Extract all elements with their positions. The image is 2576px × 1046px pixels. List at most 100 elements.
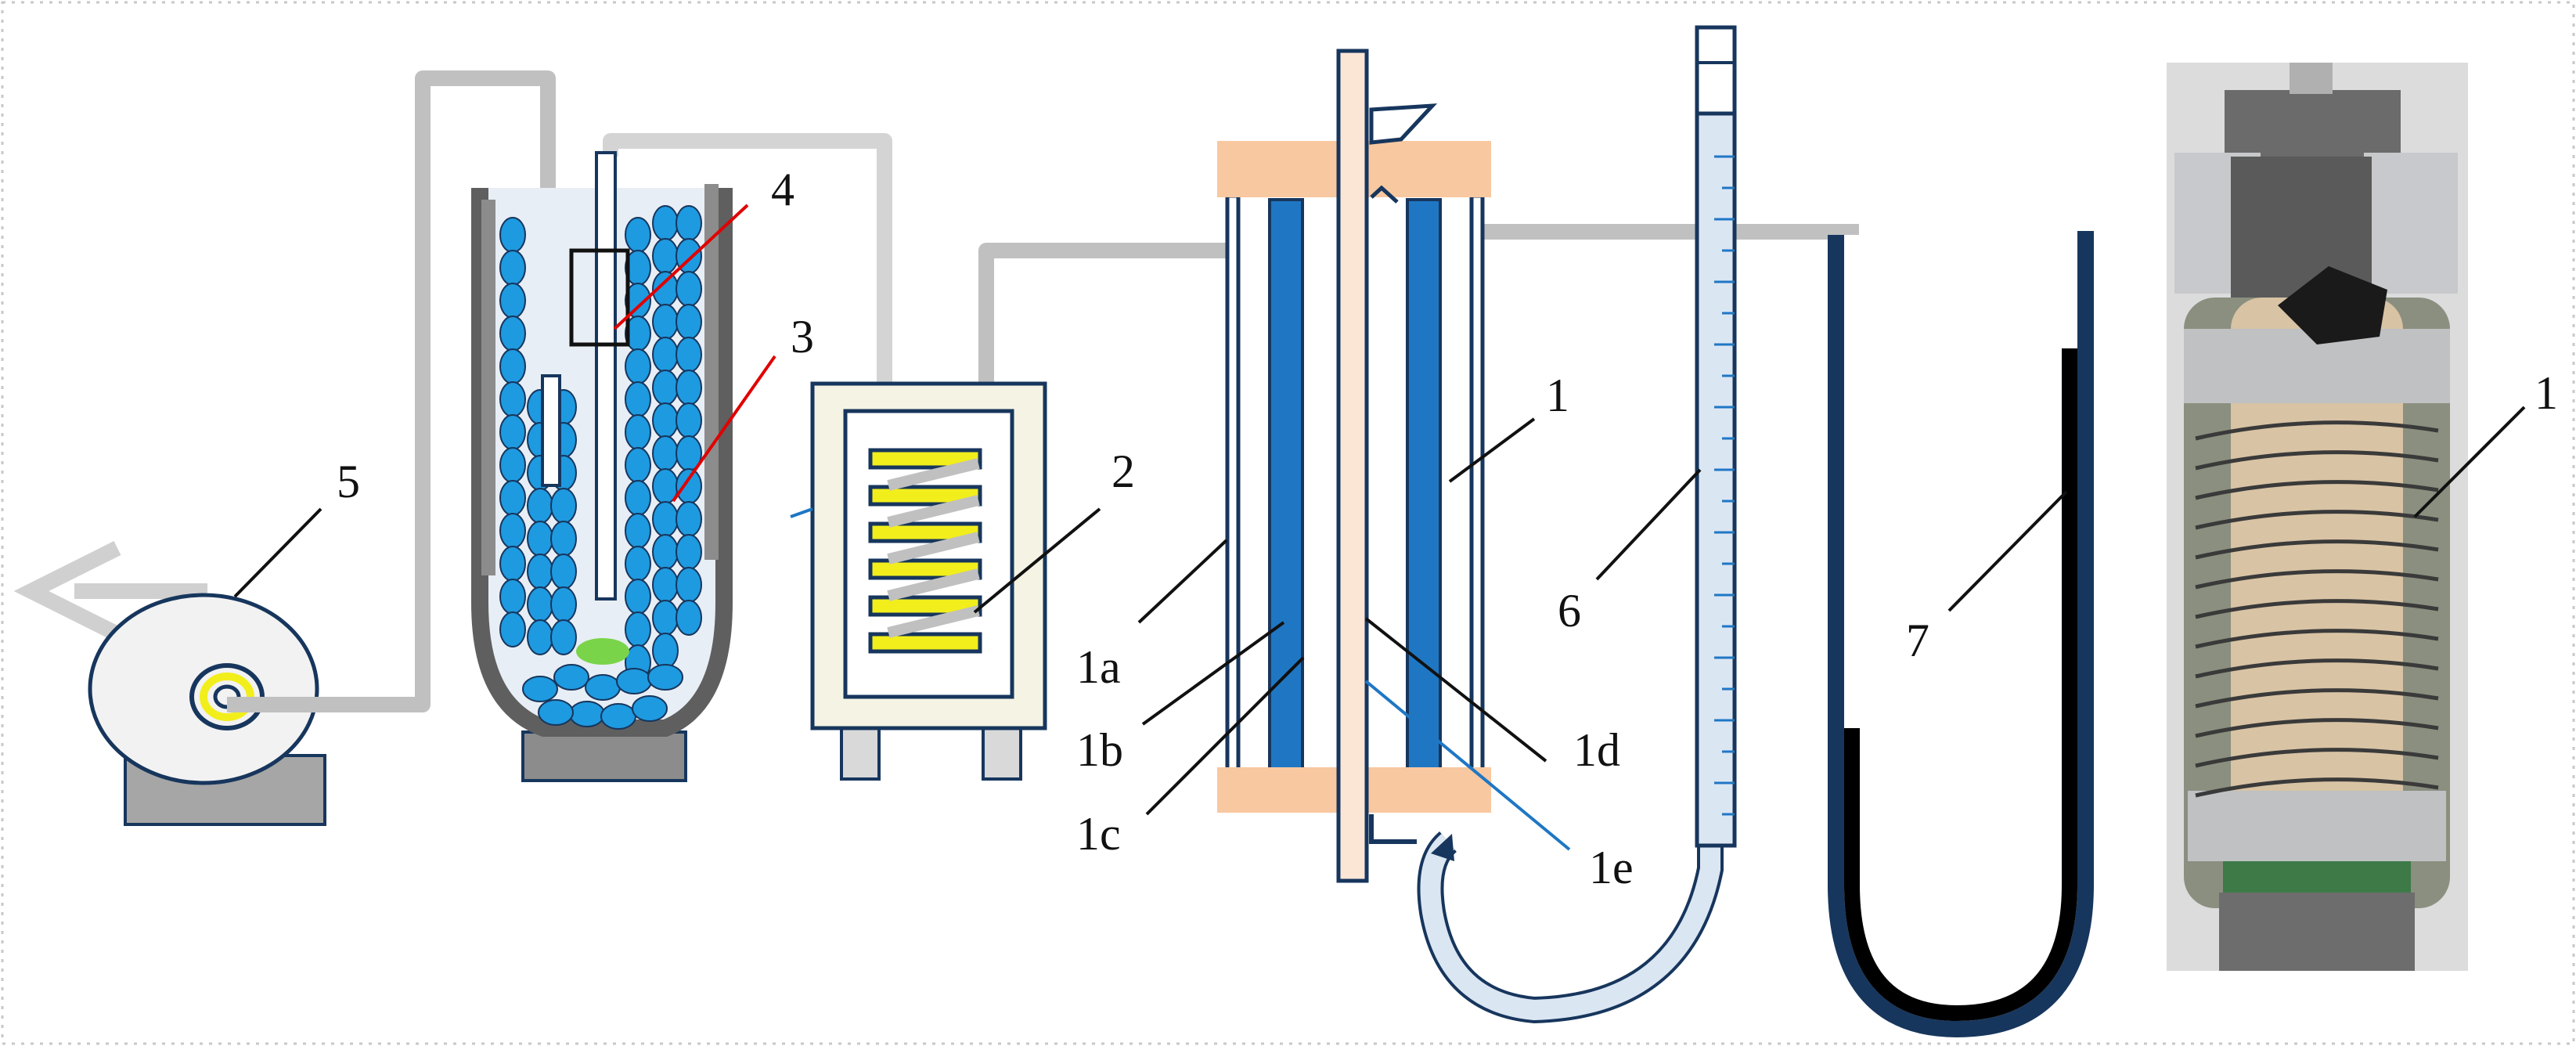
wire-turn [2195, 748, 2439, 768]
reactor-hook-top-inner [1370, 185, 1399, 204]
ice-bead [652, 205, 679, 241]
ice-bead [625, 217, 651, 253]
reactor-outer-left [1225, 193, 1241, 777]
ice-bead [553, 664, 589, 691]
ice-bead [499, 546, 526, 582]
ice-bead [538, 699, 574, 726]
ice-bead [499, 250, 526, 286]
ice-bead [499, 447, 526, 483]
label-1: 1 [1546, 370, 1569, 421]
ice-bead [625, 414, 651, 450]
wire-turn [2195, 688, 2439, 709]
coil-turn [887, 568, 980, 601]
reactor-hook-bottom [1369, 814, 1417, 844]
ice-bead [499, 283, 526, 319]
cooling-return-tube-fill [1420, 834, 1720, 1021]
ice-bead [499, 414, 526, 450]
leader-1 [1448, 417, 1536, 483]
ice-bead [499, 381, 526, 417]
ice-bead [499, 217, 526, 253]
ice-bead [585, 674, 621, 701]
ice-bead [652, 633, 679, 669]
ice-bead [676, 600, 702, 636]
ice-bead [550, 554, 577, 590]
coil-turn [887, 458, 980, 491]
ice-bead [676, 337, 702, 373]
cold-trap-dewar-icon [471, 151, 733, 782]
ice-bead [652, 534, 679, 570]
heating-element [868, 632, 982, 654]
dewar-wall-left [481, 200, 495, 575]
dbd-plasma-reactor-icon [1217, 49, 1724, 1024]
leader-photo-1 [2413, 406, 2526, 518]
ice-bead [527, 521, 553, 557]
ice-bead [652, 435, 679, 471]
wire-turn [2195, 629, 2439, 649]
leader-1d [1364, 617, 1547, 763]
reactor-photograph-icon [2167, 63, 2468, 971]
ice-bead [676, 271, 702, 307]
leader-7 [1947, 490, 2068, 612]
coil-turn [887, 605, 980, 638]
reactor-hook-top [1369, 103, 1438, 145]
ice-bead [647, 664, 683, 691]
ice-beads [499, 205, 702, 730]
ice-bead [676, 205, 702, 241]
trap-inlet-tube [541, 374, 561, 487]
heating-coils [868, 448, 982, 654]
ice-bead [676, 402, 702, 438]
ice-bead [625, 579, 651, 615]
ice-bead [652, 370, 679, 406]
ice-bead [652, 567, 679, 603]
label-2: 2 [1111, 445, 1135, 497]
burette-head [1695, 25, 1737, 116]
ice-bead [499, 579, 526, 615]
manometer-fluid [1844, 348, 2077, 1022]
dewar-wall-right [704, 184, 719, 560]
ice-bead [550, 488, 577, 524]
ice-bead [522, 676, 558, 702]
ice-bead [676, 501, 702, 537]
ice-bead [652, 238, 679, 274]
ice-bead [676, 468, 702, 504]
wire-turn [2195, 420, 2439, 441]
leader-lines [233, 204, 2526, 816]
trap-base [521, 730, 687, 782]
ice-bead [676, 534, 702, 570]
ice-bead [569, 701, 605, 727]
label-1d: 1d [1573, 724, 1620, 776]
u-tube-manometer-icon [1828, 231, 2094, 1038]
wire-turn [2195, 450, 2439, 471]
ice-bead [625, 381, 651, 417]
wire-turn [2195, 777, 2439, 798]
tube-trap-to-furnace [603, 133, 892, 454]
photo-wire-coil [2195, 420, 2439, 798]
label-7: 7 [1906, 615, 1929, 666]
label-6: 6 [1558, 585, 1581, 637]
center-rod [1336, 49, 1369, 883]
photo-grey-block-right [2364, 153, 2458, 294]
ice-bead [625, 480, 651, 516]
vacuum-pump-icon [88, 593, 423, 826]
leader-2 [973, 507, 1101, 614]
ice-bead [550, 619, 577, 655]
coil-turn [887, 532, 980, 564]
ice-bead [499, 480, 526, 516]
burette-graduations [1714, 155, 1735, 816]
ice-bead [499, 513, 526, 549]
label-1b: 1b [1076, 724, 1123, 776]
wire-turn [2195, 569, 2439, 590]
leader-6 [1595, 468, 1702, 581]
ice-bead [652, 600, 679, 636]
leader-3 [672, 355, 776, 503]
photo-foil-bottom [2188, 791, 2446, 861]
photo-bottom-cap [2219, 893, 2415, 971]
ice-bead [527, 488, 553, 524]
ice-bead [527, 586, 553, 622]
ice-bead [625, 447, 651, 483]
leader-1b [1141, 621, 1285, 726]
furnace-leg-left [840, 723, 881, 781]
heating-element [868, 558, 982, 580]
